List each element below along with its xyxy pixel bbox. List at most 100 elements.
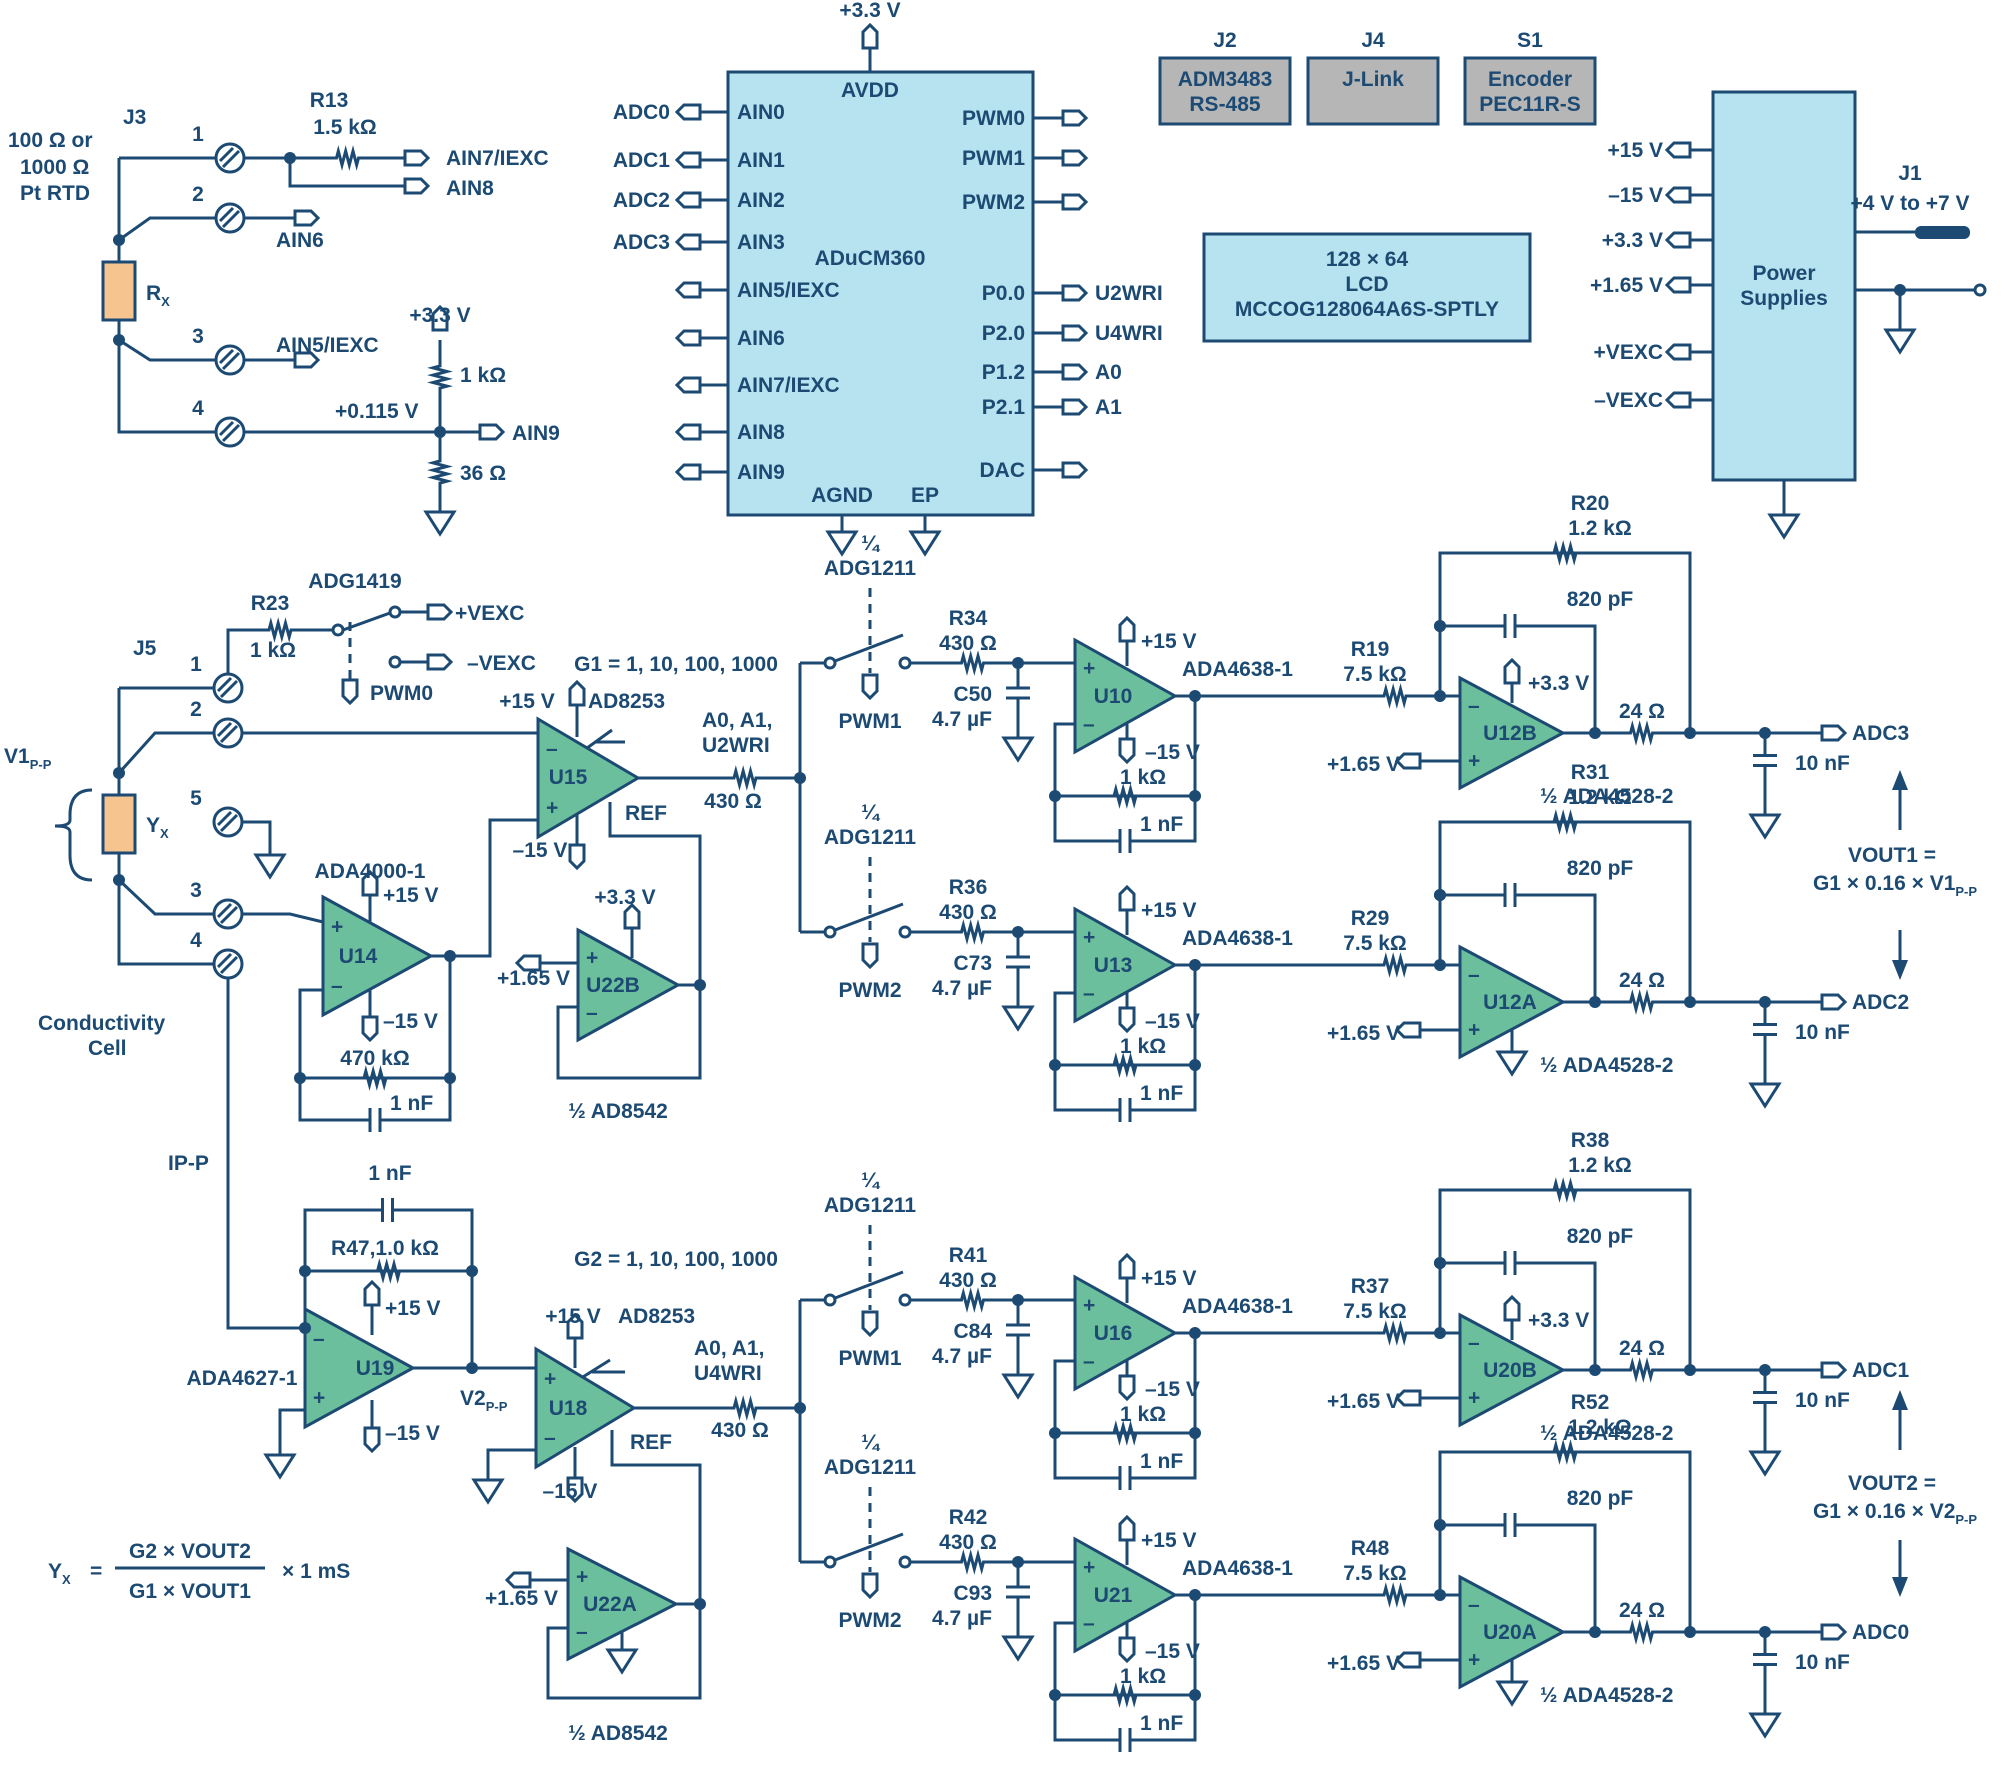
port-flag [1061,193,1089,211]
label-sub: P-P [1955,1512,1977,1527]
ch-switch-frac: ¼ [861,1431,880,1454]
wire [1053,796,1100,843]
resistor [1440,540,1690,566]
port-flag [1118,1006,1136,1034]
ch-drv-supply: +3.3 V [1528,672,1589,695]
label-main: Y [48,1560,62,1583]
rtd-rx: RX [146,282,170,309]
label-sub: X [160,826,169,841]
ch-amp-pos: +15 V [1141,899,1196,922]
ch-amp-pos: +15 V [1141,630,1196,653]
ch-drv-part: ½ ADA4528-2 [1540,1422,1673,1445]
ch-fb-c: 1 nF [1140,1712,1183,1735]
mcu-pin: P0.0 [982,282,1025,305]
wire [226,978,305,1330]
ch-drv-supply: +3.3 V [1528,1309,1589,1332]
ch-rout: 24 Ω [1619,969,1665,992]
ch-drv-part: ½ ADA4528-2 [1540,785,1673,808]
ch-switch-part: ADG1211 [824,557,917,580]
cell-vexc-neg: –VEXC [467,652,536,675]
ch-drv-part: ½ ADA4528-2 [1540,1684,1673,1707]
mcu-pin: AIN7/IEXC [737,374,840,397]
ch-adc: ADC0 [1852,1621,1909,1644]
resistor [935,919,1010,945]
cell-label: Cell [88,1037,127,1060]
junction-dot [1012,1556,1024,1568]
rtd-net: AIN6 [276,229,324,252]
port-flag [1664,276,1692,294]
junction-dot [1012,1294,1024,1306]
opamp-sign: – [1083,1350,1095,1373]
u18-neg: –15 V [543,1480,598,1503]
rtd-net: AIN5/IEXC [276,334,379,357]
ch-amp-neg: –15 V [1145,1378,1200,1401]
ch-drv-part: ½ ADA4528-2 [1540,1054,1673,1077]
screw-terminal [221,423,241,443]
mcu-pin: AIN8 [737,421,785,444]
cell-pin: 4 [190,929,202,952]
junction-dot [1684,1626,1696,1638]
vout-arrow [1892,960,1908,980]
port-flag [478,423,506,441]
wire [1150,1433,1197,1480]
wire [303,1208,350,1271]
wire [1150,796,1197,843]
mcu-net: U4WRI [1095,322,1163,345]
ch-r2-val: 7.5 kΩ [1343,1300,1407,1323]
power-input-range: +4 V to +7 V [1850,192,1969,215]
ch-switch-frac: ¼ [861,1169,880,1192]
opamp-sign: – [586,1002,598,1025]
u14-fb-c: 1 nF [390,1092,433,1115]
ch-adc: ADC2 [1852,991,1909,1014]
junction-dot [299,1322,311,1334]
ch-r2-val: 7.5 kΩ [1343,1562,1407,1585]
vout1-line1: VOUT1 = [1848,844,1936,867]
rtd-net: AIN9 [512,422,560,445]
resistor [700,765,790,791]
junction-dot [1434,1589,1446,1601]
ch-drv-ref: +1.65 V [1327,1022,1400,1045]
port-flag [861,1310,879,1338]
resistor [305,1258,472,1284]
opamp-sign: + [1468,1387,1480,1410]
ch-rin-val: 430 Ω [939,1531,997,1554]
label-sub: P-P [486,1399,508,1414]
switch-blade [834,633,904,663]
ch-rin: R41 [949,1244,988,1267]
mcu-pin: P2.0 [982,322,1025,345]
port-flag [674,329,702,347]
opamp-sign: + [1468,1019,1480,1042]
port-flag [674,191,702,209]
ground-symbol [825,530,859,557]
rtd-div-top: 1 kΩ [460,364,506,387]
ground-symbol [1748,1712,1782,1739]
ground-symbol [1495,1050,1529,1077]
opamp-symbol [1458,1312,1567,1428]
connector-block [1158,56,1292,126]
rtd-sensor [101,260,137,322]
power-input-ref: J1 [1898,162,1922,185]
screw-terminal [221,209,241,229]
u19-fb-r: R47,1.0 kΩ [331,1237,439,1260]
resistor [1055,1420,1195,1446]
port-flag [293,209,321,227]
u15-ref: REF [625,802,667,825]
screw-terminal [216,810,233,827]
screw-terminal [218,146,235,163]
rtd-net: AIN8 [446,177,494,200]
ch-fb-r: 1 kΩ [1120,1035,1166,1058]
junction-dot [1434,690,1446,702]
power-title: Power [1752,262,1815,285]
ch-fb-c: 1 nF [1140,813,1183,836]
mcu-pin: P2.1 [982,396,1026,419]
u15-ctl: A0, A1, [702,709,772,732]
formula-den: G1 × VOUT1 [129,1580,251,1603]
resistor [1360,1582,1430,1608]
opamp-sign: – [1468,695,1480,718]
u15-neg: –15 V [513,839,568,862]
u14-pos: +15 V [383,884,438,907]
screw-terminal [218,420,235,437]
junction-dot [694,1598,706,1610]
inamp-u18: U18 [549,1397,588,1420]
